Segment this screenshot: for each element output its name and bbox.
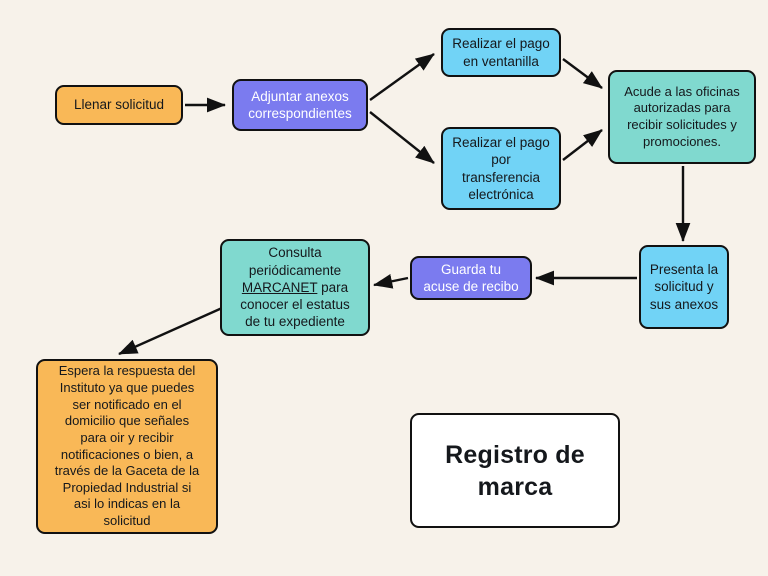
marcanet-link[interactable]: MARCANET — [241, 279, 318, 295]
edge-guarda-to-marcanet — [373, 274, 409, 289]
edge-ventanilla-to-acude — [562, 58, 603, 89]
edge-adjuntar-to-ventanilla — [369, 53, 435, 101]
node-pago-ventanilla[interactable]: Realizar el pago en ventanilla — [441, 28, 561, 77]
node-acude-oficinas[interactable]: Acude a las oficinas autorizadas para re… — [608, 70, 756, 164]
marcanet-line-1: Consulta — [268, 245, 322, 261]
marcanet-line-2: periódicamente — [248, 262, 342, 278]
marcanet-line-5: de tu expediente — [245, 314, 345, 330]
marcanet-line-4: conocer el estatus — [240, 297, 350, 313]
node-consulta-marcanet[interactable]: Consulta periódicamente MARCANET para co… — [220, 239, 370, 336]
marcanet-line-3: MARCANET para — [242, 279, 348, 296]
node-pago-transferencia[interactable]: Realizar el pago por transferencia elect… — [441, 127, 561, 210]
node-espera-respuesta[interactable]: Espera la respuesta del Instituto ya que… — [36, 359, 218, 534]
diagram-title-card: Registro de marca — [410, 413, 620, 528]
node-guarda-acuse[interactable]: Guarda tu acuse de recibo — [410, 256, 532, 300]
node-adjuntar-anexos[interactable]: Adjuntar anexos correspondientes — [232, 79, 368, 131]
edge-transferencia-to-acude — [562, 129, 603, 161]
node-llenar-solicitud[interactable]: Llenar solicitud — [55, 85, 183, 125]
edge-adjuntar-to-transferencia — [369, 111, 435, 164]
node-presenta-solicitud[interactable]: Presenta la solicitud y sus anexos — [639, 245, 729, 329]
marcanet-line-3-suffix: para — [317, 279, 349, 295]
